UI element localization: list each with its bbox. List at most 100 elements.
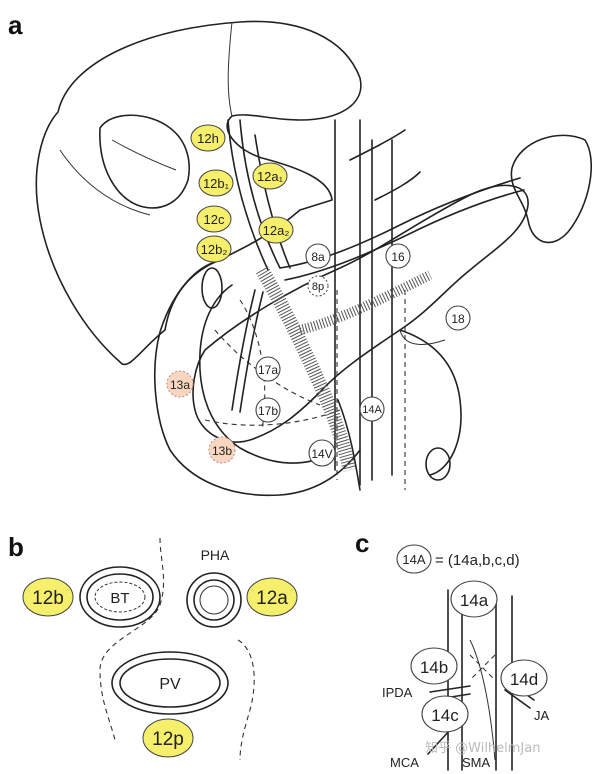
svg-text:13b: 13b [212,444,232,458]
node-12h: 12h [190,124,226,152]
node-12c: 12c [196,205,232,233]
sma-inner-c [469,639,496,761]
svg-text:12c: 12c [204,212,225,227]
panel-b-dash-right [237,639,255,761]
bile-duct-cross-section: BT [79,566,161,628]
mca-vessel [427,729,451,755]
svg-text:12a₂: 12a₂ [263,223,290,238]
portal-vein [255,266,357,472]
node-17b: 17b [255,397,281,423]
liver-inner-line [59,149,151,216]
node-14b: 14b [410,647,458,685]
node-14A: 14A [359,396,385,422]
dashed-x-1 [469,654,496,681]
svg-text:12b: 12b [32,588,64,609]
panel-b-letter: b [8,532,24,562]
node-12b2: 12b₂ [196,235,232,263]
node-13b: 13b [208,436,236,464]
node-8p: 8p [307,275,329,297]
panel-a-white-nodes: 8a 8p 16 18 17a 17b 14A 14V [255,243,471,467]
watermark: 知乎 @WilhelmJan [425,740,540,756]
jejunum-loop [399,329,462,476]
splenic-artery-lower [284,189,525,281]
node-16: 16 [385,243,411,269]
svg-text:17a: 17a [258,363,278,377]
svg-text:17b: 17b [258,404,278,418]
sma-label: SMA [462,755,491,770]
svg-text:14a: 14a [460,591,489,610]
node-17a: 17a [255,356,281,382]
svg-text:12p: 12p [152,729,184,750]
legend-text: = (14a,b,c,d) [435,552,520,569]
svg-text:18: 18 [451,312,465,326]
node-14c: 14c [421,695,469,733]
svg-text:14A: 14A [402,552,425,567]
svg-text:14V: 14V [311,447,332,461]
svg-text:14d: 14d [510,670,538,689]
hepatic-artery-cross-section [186,572,242,628]
node-8a: 8a [305,243,331,269]
node-12a1: 12a₁ [252,162,288,190]
jejunum-end [425,447,451,481]
pylorus [201,267,223,309]
gallbladder [99,114,190,209]
svg-text:12b₁: 12b₁ [203,176,230,191]
panel-a-pink-nodes: 13a 13b [166,370,236,464]
svg-text:8a: 8a [311,250,325,264]
svg-text:12a₁: 12a₁ [257,169,284,184]
dashed-x-2 [469,654,496,681]
portal-vein-cross-section: PV [111,651,229,715]
pancreas-lower-edge [399,329,446,345]
svg-text:12b₂: 12b₂ [201,242,228,257]
node-13a: 13a [166,370,194,398]
legend-node-14A: 14A [396,544,432,574]
node-12a2: 12a₂ [258,216,294,244]
panel-a-yellow-nodes: 12h 12b₁ 12a₁ 12c 12a₂ 12b₂ [190,124,294,263]
svg-text:12h: 12h [197,131,219,146]
node-14V: 14V [308,439,336,467]
node-14d: 14d [500,659,548,697]
panel-a-letter: a [8,10,23,40]
panel-c-drawing: 14A = (14a,b,c,d) 14a 14b 14c 14 [382,544,550,771]
splenic-vein [298,270,433,335]
bile-duct-left [227,119,269,271]
node-18: 18 [445,305,471,331]
gda-2 [239,291,264,413]
node-14a: 14a [450,580,498,618]
ipda-label: IPDA [382,685,413,700]
liver-lobe-line [227,21,233,117]
liver-outline [35,20,362,366]
gda [231,289,256,411]
ja-label: JA [534,708,550,723]
left-gastric-2 [374,171,421,201]
svg-text:16: 16 [391,250,405,264]
svg-text:13a: 13a [170,378,190,392]
spleen [510,134,592,244]
svg-text:14b: 14b [420,658,448,677]
panel-a-drawing [35,20,592,497]
svg-text:BT: BT [110,590,129,607]
panel-b-drawing: BT PHA PV 12b 12a 12p [22,537,298,761]
node-12p-label: 12p [142,718,194,758]
node-12b-label: 12b [22,577,74,617]
pha-label: PHA [201,547,230,563]
node-12a-label: 12a [246,577,298,617]
svg-text:8p: 8p [312,281,324,293]
duodenum-inner [199,284,331,464]
svg-text:14c: 14c [431,706,459,725]
ipda-vessel [429,685,471,693]
mca-label: MCA [390,755,419,770]
hepatic-artery [254,134,291,269]
sma-lower [337,399,361,491]
gallbladder-fold [111,139,177,171]
bile-duct-right [239,119,281,269]
svg-text:PV: PV [159,676,181,693]
node-12b1: 12b₁ [198,169,234,197]
duodenum-outline [154,261,361,497]
panel-c-letter: c [355,528,369,558]
left-gastric-1 [349,129,406,161]
svg-text:14A: 14A [362,404,382,416]
ja-vessel [504,689,531,709]
svg-text:12a: 12a [256,588,288,609]
